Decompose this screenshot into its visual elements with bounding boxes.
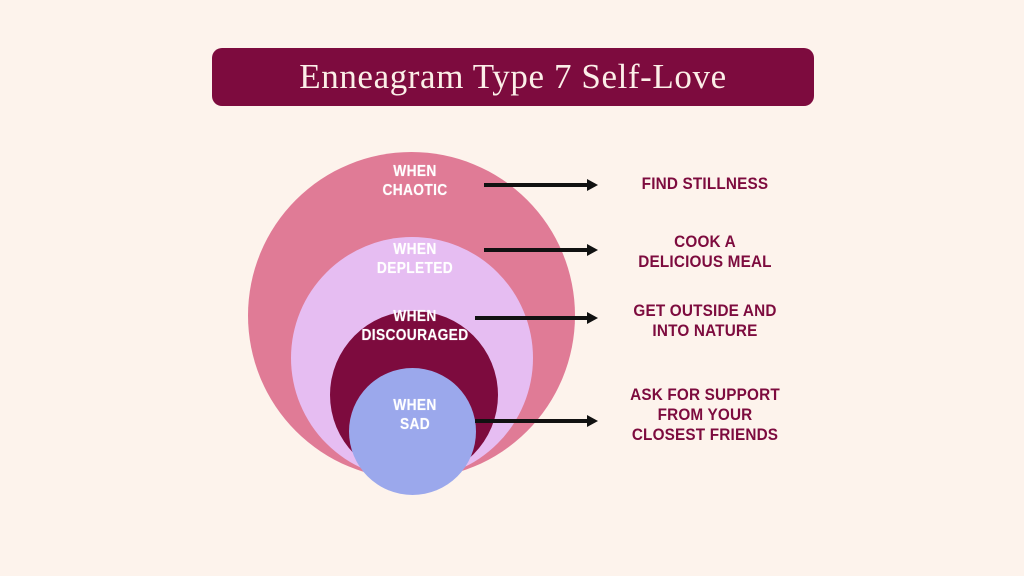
answer-line: GET OUTSIDE AND [633, 301, 777, 320]
arrow-right-icon-discouraged [475, 311, 598, 325]
page-title: Enneagram Type 7 Self-Love [299, 57, 727, 96]
answer-line: COOK A [674, 232, 736, 251]
arrow-right-icon-depleted [484, 243, 598, 257]
answer-line: DELICIOUS MEAL [638, 252, 772, 271]
answer-find-stillness: FIND STILLNESS [611, 174, 800, 194]
answer-line: INTO NATURE [652, 321, 758, 340]
answer-line: CLOSEST FRIENDS [631, 425, 779, 444]
answer-line: ASK FOR SUPPORT [630, 385, 780, 404]
answer-cook-a-delicious-meal: COOK A DELICIOUS MEAL [611, 232, 800, 272]
answer-line: FROM YOUR [657, 405, 753, 424]
arrow-right-icon-chaotic [484, 178, 598, 192]
answer-line: FIND STILLNESS [641, 174, 769, 193]
ring-sad [349, 368, 476, 495]
title-banner: Enneagram Type 7 Self-Love [212, 48, 814, 106]
answer-ask-for-support: ASK FOR SUPPORT FROM YOUR CLOSEST FRIEND… [609, 385, 802, 445]
answer-get-outside-and-into-nature: GET OUTSIDE AND INTO NATURE [609, 301, 802, 341]
arrow-right-icon-sad [475, 414, 598, 428]
